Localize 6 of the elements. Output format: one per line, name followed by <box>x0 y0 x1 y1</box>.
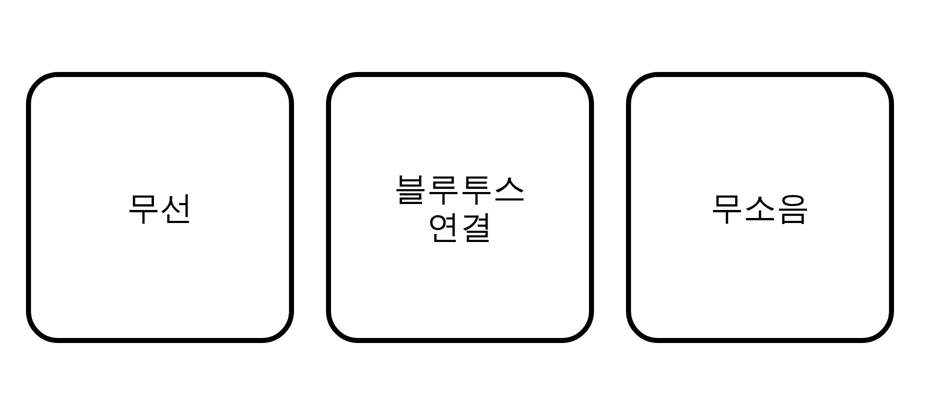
box-label: 무선 <box>127 188 193 226</box>
box-label: 무소음 <box>710 188 810 226</box>
rounded-box <box>26 72 294 343</box>
rounded-box <box>626 72 894 343</box>
rounded-box <box>326 72 594 343</box>
box-label: 블루투스 연결 <box>393 170 527 246</box>
